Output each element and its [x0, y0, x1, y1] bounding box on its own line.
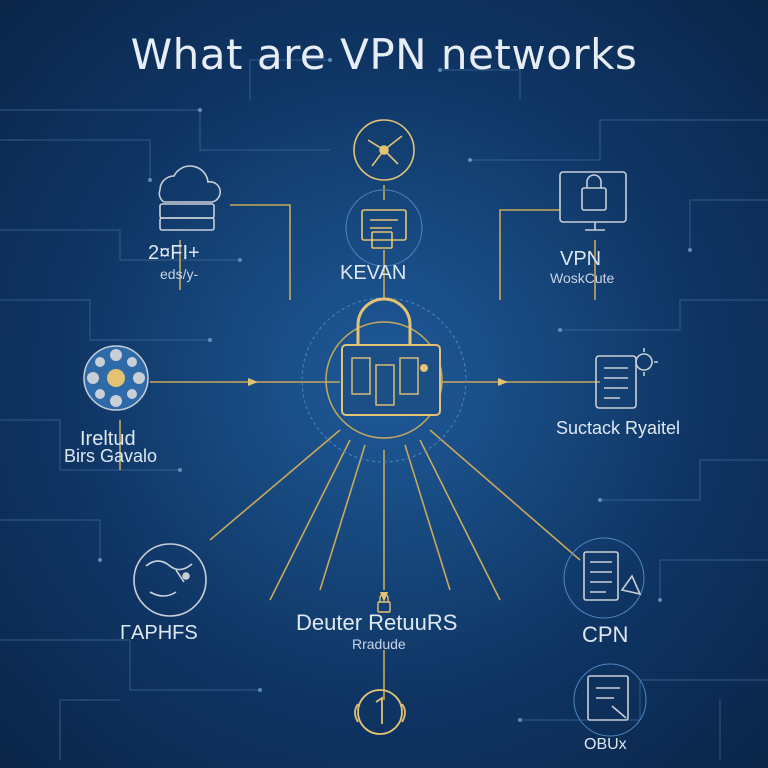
lock-small-icon — [377, 593, 391, 613]
node-bottom-center-label: Deuter RetuuRS — [296, 610, 458, 635]
server-rack-icon — [563, 537, 645, 619]
node-top-center-label: KEVAN — [340, 262, 407, 284]
globe-network-icon — [353, 119, 415, 181]
node-bottom-left-label: ΓAPHFS — [120, 622, 198, 644]
page-title: What are VPN networks — [130, 30, 638, 79]
node-bottom-far-right-label: OBUx — [584, 736, 627, 753]
cloud-server-icon — [158, 165, 221, 231]
node-right-label: Suctack Ryaitel — [556, 418, 681, 438]
circuit-dots — [98, 58, 692, 722]
server-sun-icon — [595, 348, 658, 409]
file-box-icon — [573, 663, 647, 737]
node-left-sublabel: Birs Gavalo — [64, 446, 158, 466]
shield-gear-icon — [83, 345, 149, 411]
connectors — [119, 185, 600, 700]
node-top-left-sublabel: eds/y- — [160, 266, 199, 282]
node-left-label: Ireltud — [80, 428, 136, 450]
node-top-left-label: 2¤FI+ — [148, 242, 200, 264]
node-top-right-sublabel: WoskCute — [550, 270, 615, 286]
node-bottom-center-sublabel: Rradude — [352, 636, 406, 652]
world-map-icon — [133, 543, 207, 617]
document-icon — [345, 189, 423, 267]
monitor-lock-icon — [559, 171, 627, 231]
padlock-icon — [301, 297, 467, 463]
node-bottom-right-label: CPN — [582, 622, 629, 647]
node-top-right-label: VPN — [560, 248, 602, 270]
badge-one-icon — [354, 689, 406, 735]
